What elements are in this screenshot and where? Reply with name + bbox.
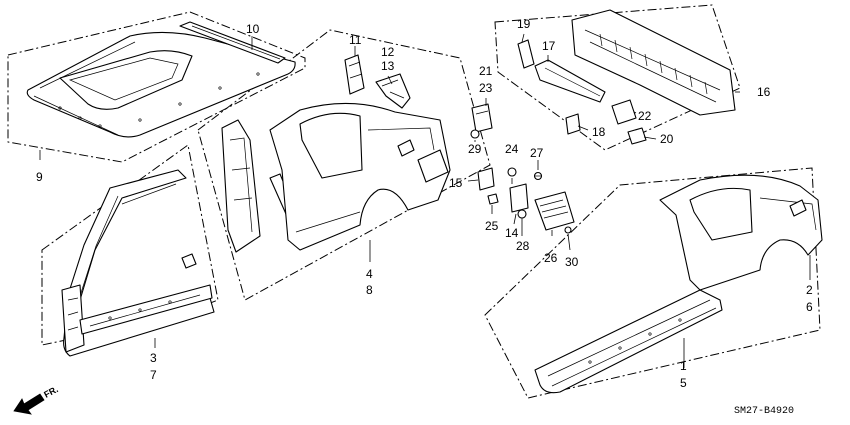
- bracket-20: [627, 127, 647, 145]
- callout-28: 28: [516, 239, 530, 253]
- callout-2: 2: [806, 283, 813, 297]
- leader-lines: [39, 33, 811, 368]
- front-pillar-sill: [61, 169, 215, 357]
- callout-14: 14: [505, 226, 519, 240]
- screw-30: [564, 226, 572, 234]
- bracket-15: [477, 167, 495, 191]
- stiffener-17: [534, 59, 606, 103]
- rear-panel-group-outline: [494, 4, 741, 151]
- grommet-28: [517, 209, 527, 219]
- callout-21: 21: [479, 64, 493, 78]
- callout-24: 24: [505, 142, 519, 156]
- front-direction-label: FR.: [42, 384, 59, 400]
- callouts: 10 9 11 12 13 21 23 29 24 27 15 25 14 28…: [36, 17, 813, 390]
- callout-11: 11: [349, 33, 362, 47]
- rear-panel: [571, 9, 736, 116]
- fuel-lid-recess: [397, 139, 415, 157]
- screw-27: [533, 171, 543, 181]
- nut-24: [507, 167, 517, 177]
- bracket-19: [517, 39, 535, 69]
- callout-17: 17: [542, 39, 556, 53]
- callout-12: 12: [381, 45, 395, 59]
- bracket-22: [611, 99, 637, 125]
- callout-26: 26: [544, 251, 558, 265]
- callout-7: 7: [150, 368, 157, 382]
- callout-16: 16: [757, 85, 771, 99]
- diagram-code: SM27-B4920: [734, 406, 794, 417]
- callout-10: 10: [246, 22, 260, 36]
- callout-13: 13: [381, 59, 395, 73]
- rocker-sill: [534, 289, 723, 394]
- bracket-11: [344, 54, 365, 95]
- cap-14: [509, 183, 529, 213]
- small-bracket: [181, 253, 197, 269]
- callout-19: 19: [517, 17, 531, 31]
- callout-15: 15: [449, 176, 463, 190]
- callout-27: 27: [530, 146, 544, 160]
- callout-3: 3: [150, 351, 157, 365]
- callout-30: 30: [565, 255, 579, 269]
- callout-5: 5: [680, 376, 687, 390]
- callout-18: 18: [592, 125, 606, 139]
- callout-29: 29: [468, 142, 482, 156]
- callout-20: 20: [660, 132, 674, 146]
- clip-29: [470, 129, 480, 139]
- callout-23: 23: [479, 81, 493, 95]
- callout-8: 8: [366, 283, 373, 297]
- callout-6: 6: [806, 300, 813, 314]
- bracket-18: [565, 113, 581, 135]
- bracket-21-23: [471, 103, 493, 133]
- front-direction-arrow: FR.: [13, 384, 60, 415]
- callout-4: 4: [366, 267, 373, 281]
- roof-panel: [26, 31, 296, 138]
- bracket-12-13: [375, 73, 411, 109]
- side-sill-group-outline: [484, 167, 821, 399]
- outer-panel-group-outline: [197, 29, 491, 301]
- side-window-opening: [689, 187, 753, 241]
- callout-9: 9: [36, 170, 43, 184]
- quarter-window-opening: [299, 112, 363, 179]
- clip-25: [487, 193, 499, 205]
- callout-1: 1: [680, 359, 687, 373]
- callout-22: 22: [638, 109, 652, 123]
- sunroof-opening: [59, 50, 193, 110]
- vent-26: [534, 191, 575, 231]
- roof-rail: [179, 21, 286, 64]
- rear-quarter-outer-panel: [269, 102, 451, 251]
- callout-25: 25: [485, 219, 499, 233]
- side-outer-assembly: [534, 174, 823, 394]
- roof-group-outline: [7, 11, 306, 163]
